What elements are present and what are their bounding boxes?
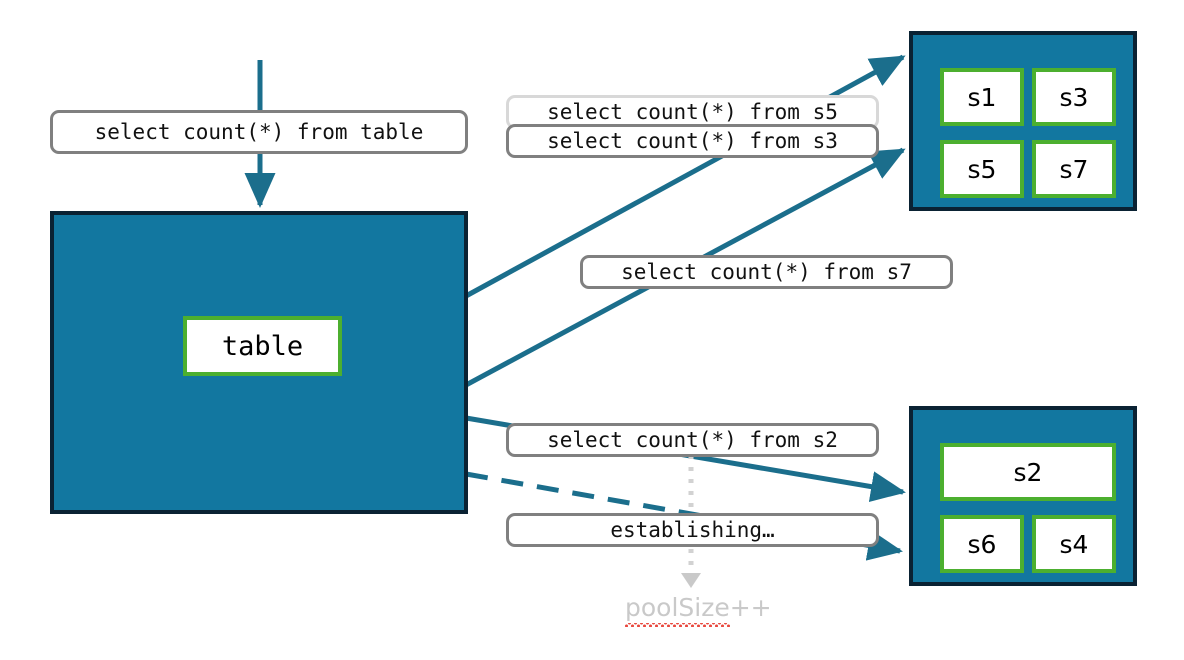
query-pill-s5-text: select count(*) from s5 (547, 100, 838, 124)
server-chip-s3[interactable]: s3 (1032, 68, 1116, 126)
query-pill-s7[interactable]: select count(*) from s7 (580, 255, 953, 289)
status-pill-establishing-text: establishing… (610, 518, 775, 542)
server-chip-s5-label: s5 (967, 154, 997, 184)
poolsize-annotation-increment: ++ (729, 593, 772, 622)
table-node-label: table (221, 330, 304, 362)
query-pill-s3-text: select count(*) from s3 (547, 129, 838, 153)
poolsize-annotation: poolSize++ (625, 593, 772, 627)
query-pill-table-text: select count(*) from table (94, 120, 424, 144)
server-chip-s7-label: s7 (1059, 154, 1089, 184)
server-chip-s2-label: s2 (1013, 457, 1043, 487)
table-container: table (50, 211, 468, 514)
query-pill-table[interactable]: select count(*) from table (50, 110, 468, 154)
server-chip-s1-label: s1 (967, 82, 997, 112)
server-chip-s4-label: s4 (1059, 529, 1089, 559)
query-pill-s3[interactable]: select count(*) from s3 (506, 124, 879, 158)
server-chip-s6-label: s6 (967, 529, 997, 559)
server-pool-top: s1 s3 s5 s7 (909, 31, 1137, 211)
server-chip-s4[interactable]: s4 (1032, 515, 1116, 573)
server-pool-bottom: s2 s6 s4 (909, 406, 1137, 586)
server-chip-s2[interactable]: s2 (940, 443, 1116, 501)
server-chip-s5[interactable]: s5 (940, 140, 1024, 198)
server-chip-s6[interactable]: s6 (940, 515, 1024, 573)
query-pill-s2[interactable]: select count(*) from s2 (506, 423, 879, 457)
table-node[interactable]: table (183, 316, 342, 376)
server-chip-s7[interactable]: s7 (1032, 140, 1116, 198)
status-pill-establishing[interactable]: establishing… (506, 513, 879, 547)
server-chip-s1[interactable]: s1 (940, 68, 1024, 126)
server-chip-s3-label: s3 (1059, 82, 1089, 112)
query-pill-s2-text: select count(*) from s2 (547, 428, 838, 452)
query-pill-s7-text: select count(*) from s7 (621, 260, 912, 284)
poolsize-annotation-word: poolSize (625, 593, 730, 627)
